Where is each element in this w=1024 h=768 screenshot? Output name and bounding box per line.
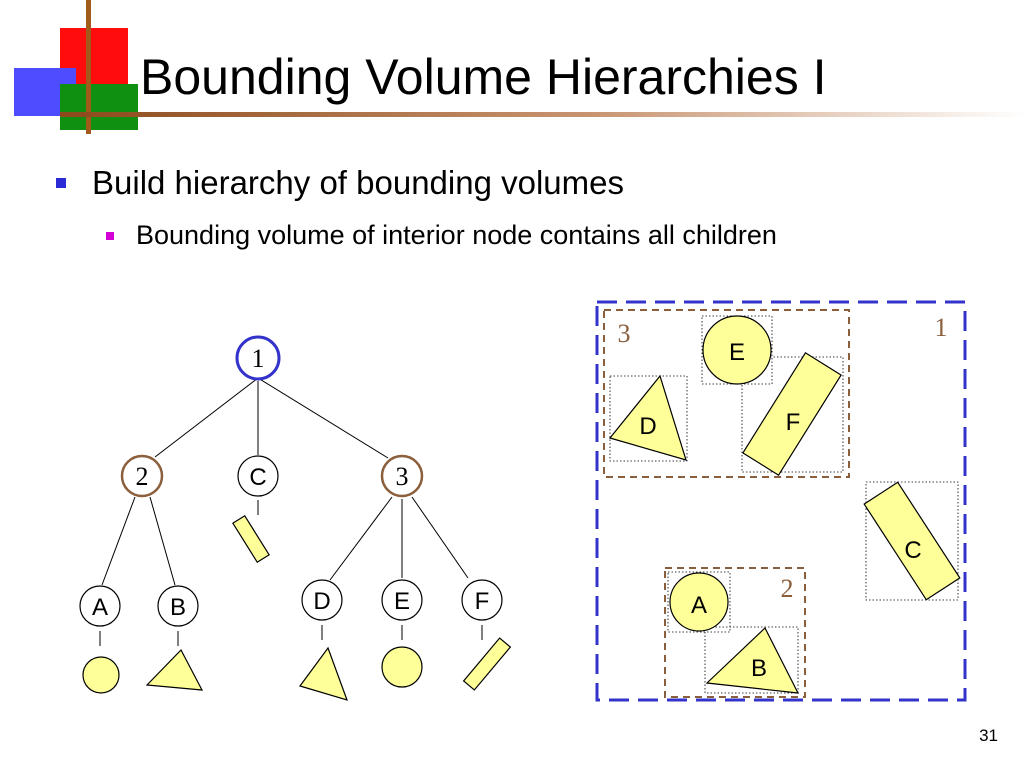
object-C-label: C bbox=[904, 537, 921, 564]
object-A-circle bbox=[669, 572, 729, 632]
slide-logo bbox=[14, 0, 138, 134]
C-bounding-box bbox=[865, 481, 959, 601]
tree-node-2: 2 bbox=[120, 454, 164, 498]
tree-leaf-D: D bbox=[301, 579, 343, 621]
tree-leaf-E: E bbox=[381, 579, 423, 621]
object-B-label: B bbox=[751, 655, 767, 682]
bullet-text: Build hierarchy of bounding volumes bbox=[92, 164, 624, 201]
tree-diagram bbox=[99, 377, 483, 646]
root-bounding-box bbox=[595, 300, 967, 702]
leaf-D-triangle-shape bbox=[299, 646, 348, 701]
leaf-label: E bbox=[394, 588, 410, 615]
leaf-E-circle-shape bbox=[381, 646, 423, 688]
bullet-level2: Bounding volume of interior node contain… bbox=[106, 220, 777, 251]
group2-label: 2 bbox=[781, 574, 794, 603]
group2-bounding-box bbox=[664, 567, 806, 698]
bullet-text: Bounding volume of interior node contain… bbox=[136, 220, 777, 250]
A-bounding-box bbox=[667, 571, 731, 633]
spatial-diagram: 1 3 2 E D F C A B bbox=[595, 300, 967, 702]
leaf-label: B bbox=[170, 594, 186, 621]
object-E-label: E bbox=[729, 339, 745, 366]
page-number: 31 bbox=[979, 726, 998, 745]
tree-leaf-B: B bbox=[157, 585, 199, 627]
object-E-circle bbox=[702, 315, 772, 385]
object-B-triangle bbox=[705, 627, 800, 694]
group3-bounding-box bbox=[603, 309, 850, 478]
leaf-F-rectangle-shape bbox=[462, 637, 512, 691]
node-label: 1 bbox=[252, 344, 265, 373]
square-bullet-icon bbox=[56, 178, 66, 188]
node-label: 3 bbox=[396, 462, 409, 491]
tree-leaf-C: C bbox=[237, 455, 279, 497]
object-F-label: F bbox=[786, 409, 801, 436]
title-underline bbox=[60, 112, 1024, 117]
F-bounding-box bbox=[741, 356, 844, 473]
tree-node-root: 1 bbox=[235, 335, 281, 381]
object-A-label: A bbox=[691, 592, 707, 619]
tree-leaf-A: A bbox=[79, 585, 121, 627]
group3-label: 3 bbox=[618, 319, 631, 348]
node-label: 2 bbox=[136, 462, 149, 491]
leaf-label: F bbox=[475, 588, 490, 615]
object-F-rectangle bbox=[742, 352, 842, 476]
leaf-B-triangle-shape bbox=[145, 648, 204, 691]
tree-node-3: 3 bbox=[380, 454, 424, 498]
leaf-label: A bbox=[92, 594, 108, 621]
object-D-triangle bbox=[608, 374, 687, 461]
bullet-level1: Build hierarchy of bounding volumes bbox=[56, 164, 624, 202]
object-C-rectangle bbox=[863, 481, 961, 601]
leaf-label: C bbox=[249, 464, 266, 491]
square-bullet-icon bbox=[106, 231, 114, 240]
B-bounding-box bbox=[704, 626, 799, 694]
leaf-label: D bbox=[313, 588, 330, 615]
leaf-C-rectangle-shape bbox=[232, 514, 270, 564]
D-bounding-box bbox=[609, 375, 688, 462]
object-D-label: D bbox=[639, 413, 656, 440]
slide-title: Bounding Volume Hierarchies I bbox=[140, 49, 827, 105]
tree-leaf-F: F bbox=[461, 579, 503, 621]
root-box-label: 1 bbox=[935, 313, 948, 342]
leaf-A-circle-shape bbox=[82, 656, 120, 694]
